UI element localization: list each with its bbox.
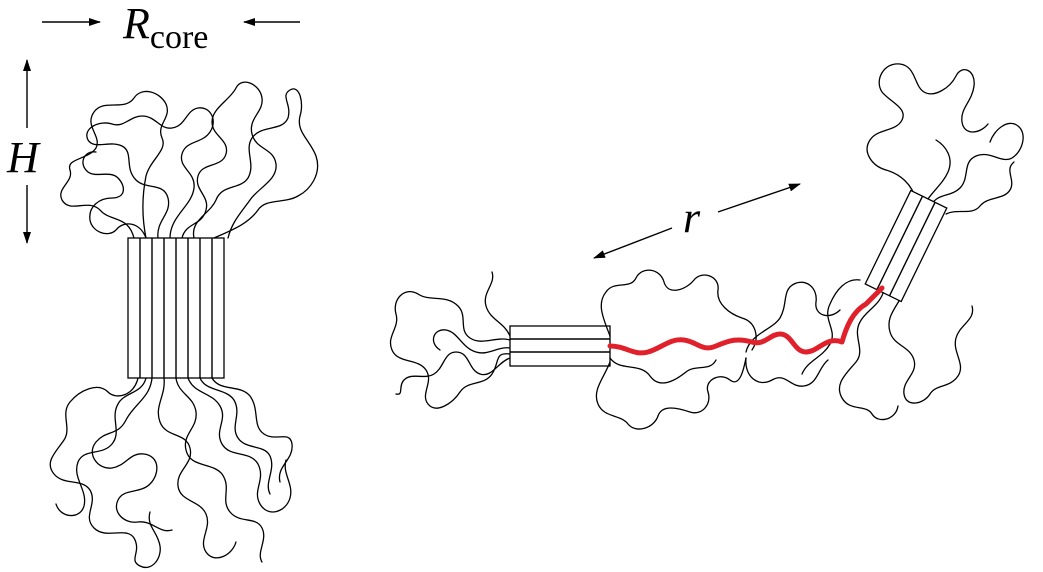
distance-arrow-right [717,183,801,213]
right-micelle-corona [801,63,1024,421]
distance-label: r [683,193,701,242]
right-micelle-core [864,189,948,303]
right-core-rod-divider [876,195,924,290]
single-micelle: Rcore H [6,0,319,569]
left-core-box [509,325,611,367]
height-dimension: H [6,59,41,244]
distance-dimension: r [593,183,801,259]
height-label: H [6,133,41,182]
middle-corona [595,269,841,430]
r-core-label: Rcore [122,0,208,56]
bridged-micelles: r [389,63,1024,430]
r-core-symbol: R [122,0,150,48]
r-core-subscript: core [150,19,209,56]
left-micelle-core [509,325,611,367]
left-micelle-corona [389,271,511,409]
upper-corona [60,81,319,239]
distance-arrow-left [593,227,673,259]
right-core-box [864,189,948,303]
lower-corona [49,377,293,569]
r-core-dimension: Rcore [42,0,300,56]
bridging-chain [607,285,885,356]
right-core-rod-divider [888,202,936,297]
micelle-core [127,237,225,379]
